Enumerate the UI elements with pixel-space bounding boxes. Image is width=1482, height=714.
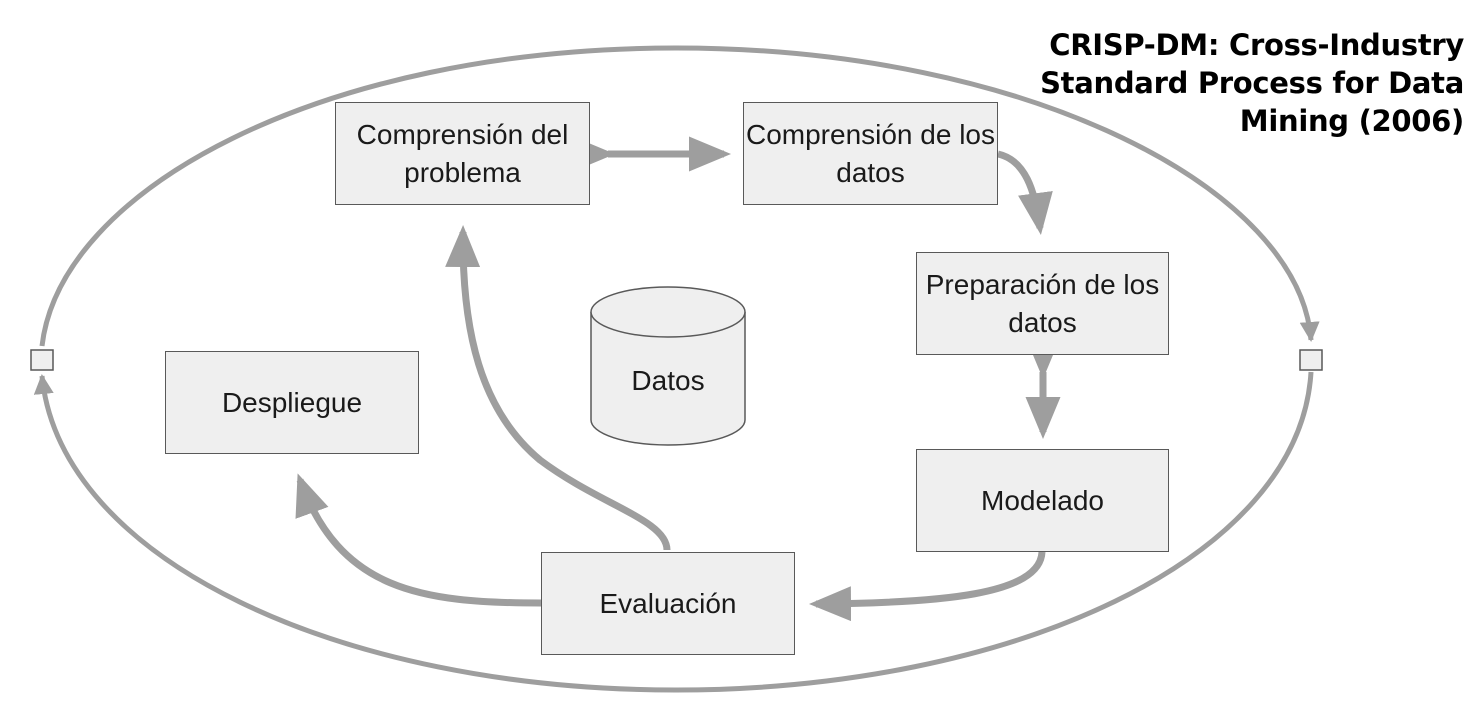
node-modelado: Modelado xyxy=(916,449,1169,552)
outer-cycle-bottom-arrow xyxy=(33,371,1314,693)
evaluacion-despliegue-arrow xyxy=(295,473,542,607)
right-connector-square xyxy=(1299,349,1323,371)
node-evaluacion: Evaluación xyxy=(541,552,795,655)
outer-cycle-top-arrow xyxy=(39,45,1320,347)
node-comprension-problema: Comprensión del problema xyxy=(335,102,590,205)
left-connector-square xyxy=(30,349,54,371)
node-comprension-datos-label: Comprensión de los datos xyxy=(745,118,996,188)
node-comprension-problema-label: Comprensión del problema xyxy=(356,118,569,188)
node-despliegue-label: Despliegue xyxy=(221,386,363,418)
evaluacion-problema-arrow xyxy=(445,225,671,551)
database-cylinder xyxy=(590,286,746,446)
node-comprension-datos: Comprensión de los datos xyxy=(743,102,998,205)
diagram-title: CRISP-DM: Cross-Industry Standard Proces… xyxy=(1040,28,1464,138)
node-evaluacion-label: Evaluación xyxy=(599,587,737,619)
node-despliegue: Despliegue xyxy=(165,351,419,454)
modelado-evaluacion-arrow xyxy=(809,551,1046,622)
datos-preparacion-arrow xyxy=(996,150,1053,235)
node-preparacion-datos: Preparación de los datos xyxy=(916,252,1169,355)
database-label: Datos xyxy=(631,365,705,396)
node-modelado-label: Modelado xyxy=(981,484,1104,516)
node-preparacion-datos-label: Preparación de los datos xyxy=(925,268,1160,338)
